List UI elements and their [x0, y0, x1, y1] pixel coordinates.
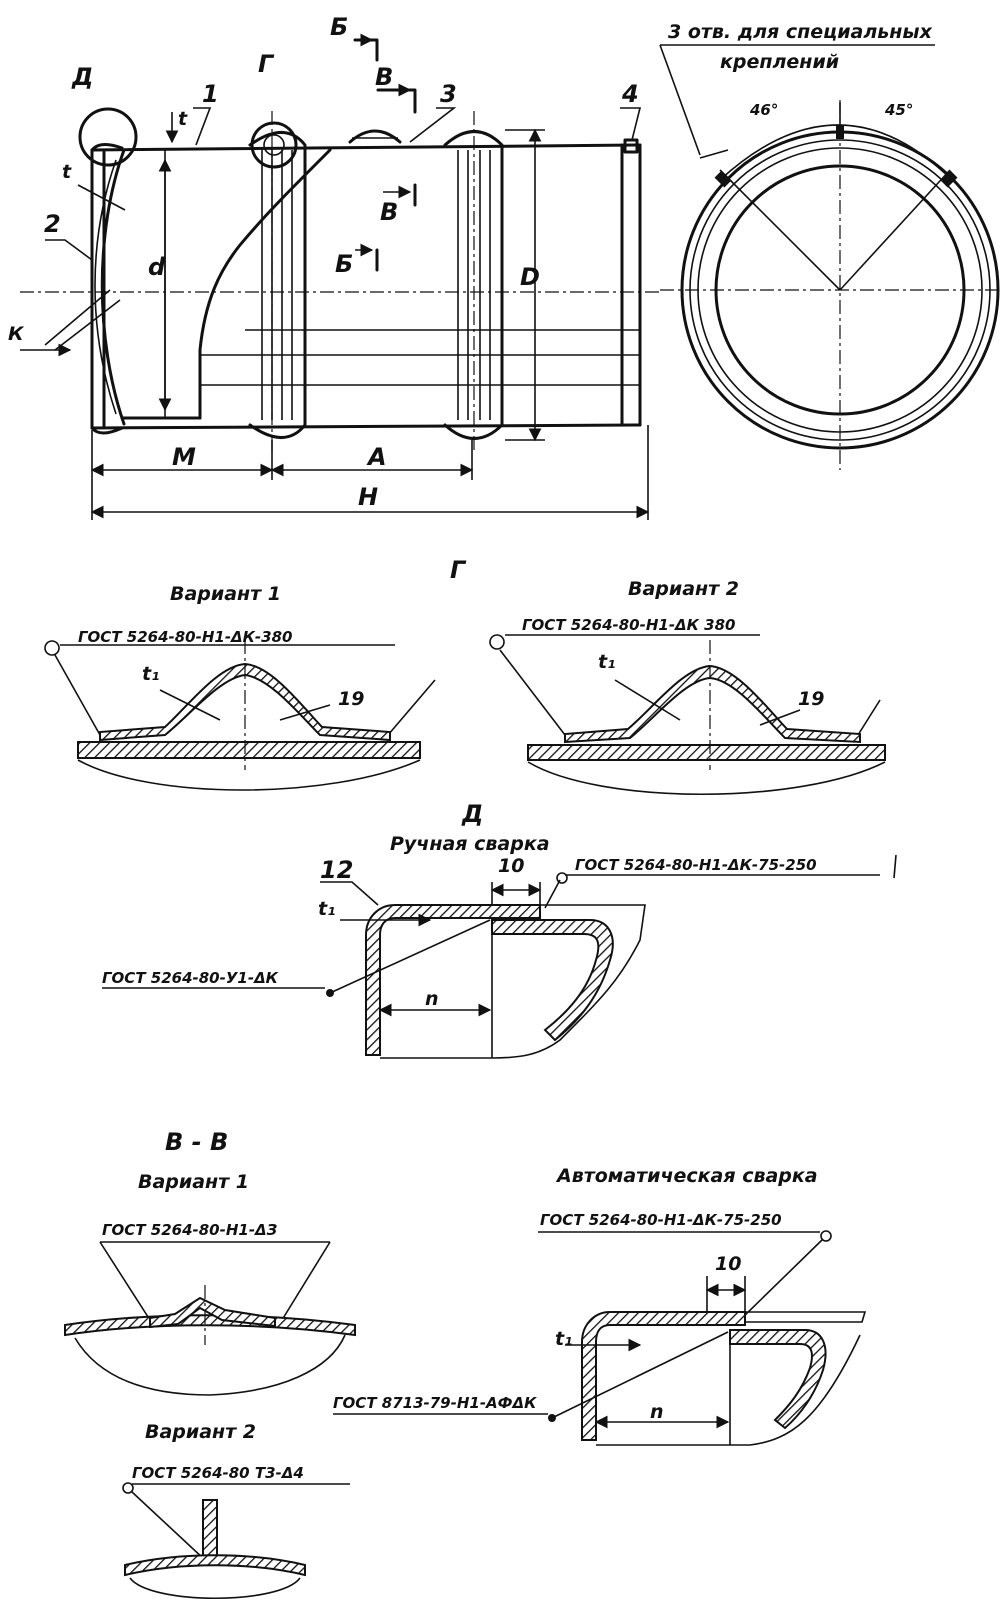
section-G-weld2: ГОСТ 5264-80-Н1-ΔК 380: [522, 616, 735, 634]
detail-G-circle: [250, 121, 298, 169]
section-D-weld-top: ГОСТ 5264-80-Н1-ΔК-75-250: [575, 856, 817, 874]
section-G: Г Вариант 1 Вариант 2 ГОСТ 5264-80-Н1-ΔК…: [44, 556, 886, 796]
section-G-t1-v2: t₁: [598, 651, 615, 673]
section-D-12: 12: [320, 856, 353, 884]
callout-D: Д: [71, 63, 93, 91]
section-G-19-v1: 19: [338, 688, 364, 710]
section-VV-weld1: ГОСТ 5264-80-Н1-ΔЗ: [102, 1221, 278, 1239]
section-VV-variant2: Вариант 2: [145, 1421, 256, 1443]
section-auto: Автоматическая сварка ГОСТ 5264-80-Н1-ΔК…: [333, 1165, 867, 1446]
section-G-weld1: ГОСТ 5264-80-Н1-ΔК-380: [78, 628, 292, 646]
section-D-subtitle: Ручная сварка: [390, 833, 550, 855]
section-VV-weld2: ГОСТ 5264-80 Т3-Δ4: [132, 1464, 304, 1482]
dim-K: К: [8, 323, 25, 345]
section-auto-title: Автоматическая сварка: [555, 1165, 818, 1187]
section-auto-weld-top: ГОСТ 5264-80-Н1-ΔК-75-250: [540, 1211, 782, 1229]
section-G-19-v2: 19: [798, 688, 824, 710]
part-number-1: 1: [202, 80, 219, 108]
section-mark-V-top: В: [375, 63, 393, 91]
section-G-variant1: Вариант 1: [170, 583, 281, 605]
section-auto-10: 10: [715, 1253, 741, 1275]
detail-D-circle: [78, 107, 138, 167]
section-D-weld-left: ГОСТ 5264-80-У1-ΔК: [102, 969, 279, 987]
callout-G: Г: [258, 50, 275, 78]
section-G-title: Г: [450, 556, 467, 584]
part-number-3: 3: [440, 80, 457, 108]
holes-note-line2: креплений: [720, 51, 839, 73]
section-D-n: n: [425, 988, 439, 1010]
angle-45: 45°: [884, 101, 913, 119]
section-G-t1-v1: t₁: [142, 663, 159, 685]
section-G-variant2: Вариант 2: [628, 578, 739, 600]
dim-A: А: [366, 443, 387, 471]
section-VV-variant1: Вариант 1: [138, 1171, 249, 1193]
section-mark-B-top: Б: [330, 13, 348, 41]
part-number-4: 4: [621, 80, 639, 108]
section-auto-t1: t₁: [555, 1328, 572, 1350]
section-auto-n: n: [650, 1401, 664, 1423]
section-mark-B-bottom: Б: [335, 250, 353, 278]
drum-end-view: 3 отв. для специальных креплений 46° 45°: [659, 21, 1000, 470]
dim-d: d: [148, 253, 166, 281]
dim-t-top: t: [178, 108, 188, 130]
dim-D: D: [520, 263, 540, 291]
dim-t-left: t: [62, 161, 72, 183]
part-number-2: 2: [44, 210, 61, 238]
section-D-10: 10: [498, 855, 524, 877]
section-D-t1: t₁: [318, 898, 335, 920]
section-VV-title: В - В: [165, 1128, 228, 1156]
drum-side-view: Д Г Б Б В В 1 2 3 4 t t d D К М А Н: [8, 13, 660, 520]
dim-H: Н: [358, 483, 378, 511]
dim-M: М: [172, 443, 196, 471]
angle-46: 46°: [749, 101, 778, 119]
section-VV: В - В Вариант 1 ГОСТ 5264-80-Н1-ΔЗ Вариа…: [64, 1128, 356, 1599]
holes-note-line1: 3 отв. для специальных: [668, 21, 933, 43]
section-auto-weld-left: ГОСТ 8713-79-Н1-АФΔК: [333, 1394, 537, 1412]
section-D-title: Д: [461, 800, 483, 828]
section-mark-V-bottom: В: [380, 198, 398, 226]
section-D: Д Ручная сварка ГОСТ 5264-80-Н1-ΔК-75-25…: [102, 800, 897, 1059]
